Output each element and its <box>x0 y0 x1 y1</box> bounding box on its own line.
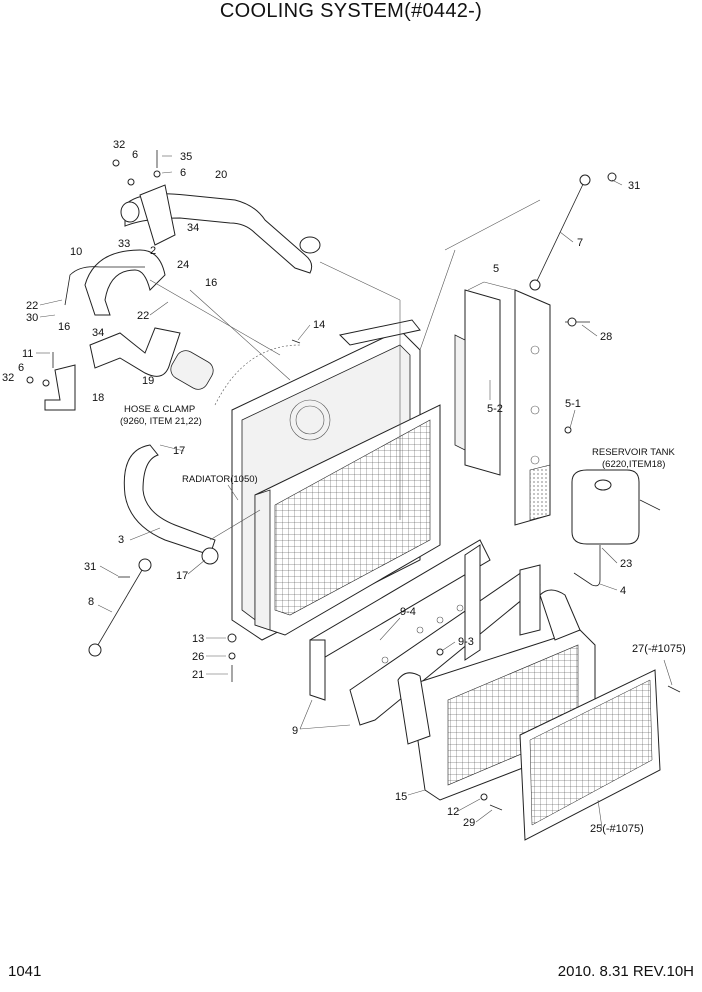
callout-22a: 22 <box>26 300 38 312</box>
callout-33: 33 <box>118 238 130 250</box>
callout-3: 3 <box>118 534 124 546</box>
callout-5-1: 5-1 <box>565 398 581 410</box>
reservoir-hose-4 <box>573 545 601 587</box>
hose-19 <box>89 327 181 377</box>
callout-30: 30 <box>26 312 38 324</box>
note-radiator: RADIATOR(1050) <box>182 474 258 485</box>
callout-29: 29 <box>463 817 475 829</box>
hose-2 <box>84 249 166 316</box>
callouts: 32 6 35 6 20 31 33 34 10 2 24 16 7 22 30… <box>2 139 686 835</box>
bracket-plate-28 <box>565 317 590 327</box>
support-rod-7 <box>529 174 591 291</box>
callout-21: 21 <box>192 669 204 681</box>
callout-35: 35 <box>180 151 192 163</box>
callout-25: 25(-#1075) <box>590 823 644 835</box>
callout-17b: 17 <box>176 570 188 582</box>
callout-16a: 16 <box>205 277 217 289</box>
note-hose-clamp-line1: HOSE & CLAMP <box>124 404 195 415</box>
bracket-18 <box>44 364 76 411</box>
callout-32b: 32 <box>2 372 14 384</box>
hose-clamp <box>170 350 214 390</box>
fan-opening <box>289 399 331 441</box>
bolts-and-washers <box>26 150 681 811</box>
screen-25 <box>519 669 661 841</box>
page-title: COOLING SYSTEM(#0442-) <box>219 0 483 22</box>
callout-5: 5 <box>493 263 499 275</box>
callout-20: 20 <box>215 169 227 181</box>
callout-31b: 31 <box>84 561 96 573</box>
callout-10: 10 <box>70 246 82 258</box>
note-reservoir-line2: (6220,ITEM18) <box>602 459 665 470</box>
callout-27: 27(-#1075) <box>632 643 686 655</box>
stay-rod-8 <box>88 558 152 657</box>
callout-32a: 32 <box>113 139 125 151</box>
lower-hose-3 <box>123 444 219 565</box>
leader-lines <box>36 155 673 829</box>
callout-9: 9 <box>292 725 298 737</box>
callout-28: 28 <box>600 331 612 343</box>
mounting-frame-9 <box>309 539 541 726</box>
callout-9-3: 9-3 <box>458 636 474 648</box>
callout-14: 14 <box>313 319 325 331</box>
reservoir-tank <box>571 469 661 545</box>
callout-16b: 16 <box>58 321 70 333</box>
callout-9-4: 9-4 <box>400 606 416 618</box>
callout-31a: 31 <box>628 180 640 192</box>
bracket-plate-5-1 <box>514 289 551 526</box>
callout-6c: 6 <box>18 362 24 374</box>
callout-26: 26 <box>192 651 204 663</box>
callout-8: 8 <box>88 596 94 608</box>
callout-23: 23 <box>620 558 632 570</box>
callout-2: 2 <box>150 245 156 257</box>
callout-34b: 34 <box>92 327 104 339</box>
upper-pipe-20 <box>120 184 321 274</box>
callout-4: 4 <box>620 585 626 597</box>
callout-5-2: 5-2 <box>487 403 503 415</box>
callout-22b: 22 <box>137 310 149 322</box>
callout-12: 12 <box>447 806 459 818</box>
callout-6b: 6 <box>180 167 186 179</box>
callout-24: 24 <box>177 259 189 271</box>
bracket-plate-5-2 <box>454 289 501 476</box>
revision-stamp: 2010. 8.31 REV.10H <box>557 963 694 980</box>
callout-7: 7 <box>577 237 583 249</box>
note-reservoir-line1: RESERVOIR TANK <box>592 447 676 458</box>
callout-11: 11 <box>22 348 33 360</box>
note-hose-clamp-line2: (9260, ITEM 21,22) <box>120 416 202 427</box>
callout-6a: 6 <box>132 149 138 161</box>
radiator-core <box>254 404 441 636</box>
callout-17a: 17 <box>173 445 185 457</box>
guide-lines <box>149 199 541 541</box>
callout-18: 18 <box>92 392 104 404</box>
callout-15: 15 <box>395 791 407 803</box>
annotation-notes: HOSE & CLAMP (9260, ITEM 21,22) RADIATOR… <box>120 404 676 485</box>
callout-19: 19 <box>142 375 154 387</box>
callout-34a: 34 <box>187 222 199 234</box>
page-number: 1041 <box>8 963 42 980</box>
tube-10 <box>64 266 145 306</box>
callout-13: 13 <box>192 633 204 645</box>
